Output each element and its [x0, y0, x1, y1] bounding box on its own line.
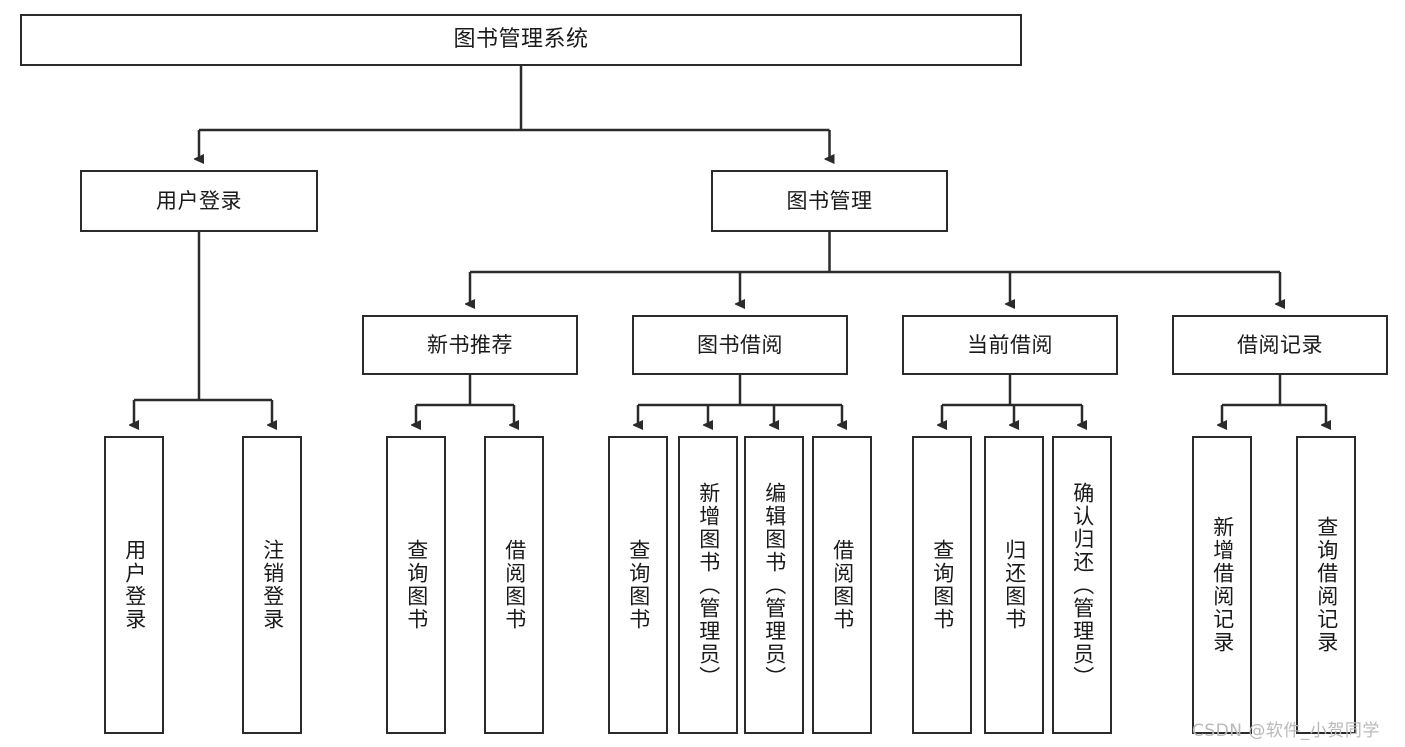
csdn-watermark: CSDN @软件_小贺同学	[1192, 721, 1380, 741]
node-label: 查询图书	[404, 539, 429, 631]
node-label: 新增借阅记录	[1210, 516, 1235, 654]
node-label: 图书借阅	[697, 332, 783, 357]
node-leaf-user-login: 用户登录	[104, 436, 164, 734]
node-label: 用户登录	[156, 188, 242, 213]
node-label: 借阅图书	[830, 539, 855, 631]
node-label: 注销登录	[260, 539, 285, 631]
node-borrow-record: 借阅记录	[1172, 315, 1388, 375]
node-current-borrow: 当前借阅	[902, 315, 1118, 375]
node-leaf-query-book-1: 查询图书	[386, 436, 446, 734]
node-label: 用户登录	[122, 539, 147, 631]
node-leaf-return-book: 归还图书	[984, 436, 1044, 734]
connector-lines	[134, 66, 1326, 425]
node-label: 确认归还（管理员）	[1070, 481, 1095, 689]
node-label: 编辑图书（管理员）	[762, 481, 787, 689]
node-label: 查询图书	[930, 539, 955, 631]
node-label: 当前借阅	[967, 332, 1053, 357]
node-leaf-add-borrow-record: 新增借阅记录	[1192, 436, 1252, 734]
node-label: 借阅记录	[1237, 332, 1323, 357]
node-root: 图书管理系统	[20, 14, 1022, 66]
node-leaf-confirm-return-admin: 确认归还（管理员）	[1052, 436, 1112, 734]
node-label: 借阅图书	[502, 539, 527, 631]
node-label: 查询图书	[626, 539, 651, 631]
node-user-login: 用户登录	[80, 170, 318, 232]
node-label: 归还图书	[1002, 539, 1027, 631]
node-leaf-logout-login: 注销登录	[242, 436, 302, 734]
node-leaf-query-borrow-record: 查询借阅记录	[1296, 436, 1356, 734]
node-book-management: 图书管理	[711, 170, 948, 232]
node-leaf-query-book-2: 查询图书	[608, 436, 668, 734]
node-book-borrow: 图书借阅	[632, 315, 848, 375]
node-label: 图书管理	[786, 188, 873, 213]
node-leaf-borrow-book-1: 借阅图书	[484, 436, 544, 734]
node-label: 新增图书（管理员）	[696, 481, 721, 689]
node-leaf-borrow-book-2: 借阅图书	[812, 436, 872, 734]
node-leaf-add-book-admin: 新增图书（管理员）	[678, 436, 738, 734]
node-label: 新书推荐	[427, 332, 513, 357]
node-leaf-edit-book-admin: 编辑图书（管理员）	[744, 436, 804, 734]
node-leaf-query-book-3: 查询图书	[912, 436, 972, 734]
node-label: 查询借阅记录	[1314, 516, 1339, 654]
node-new-book-recommend: 新书推荐	[362, 315, 578, 375]
node-label: 图书管理系统	[453, 27, 589, 53]
